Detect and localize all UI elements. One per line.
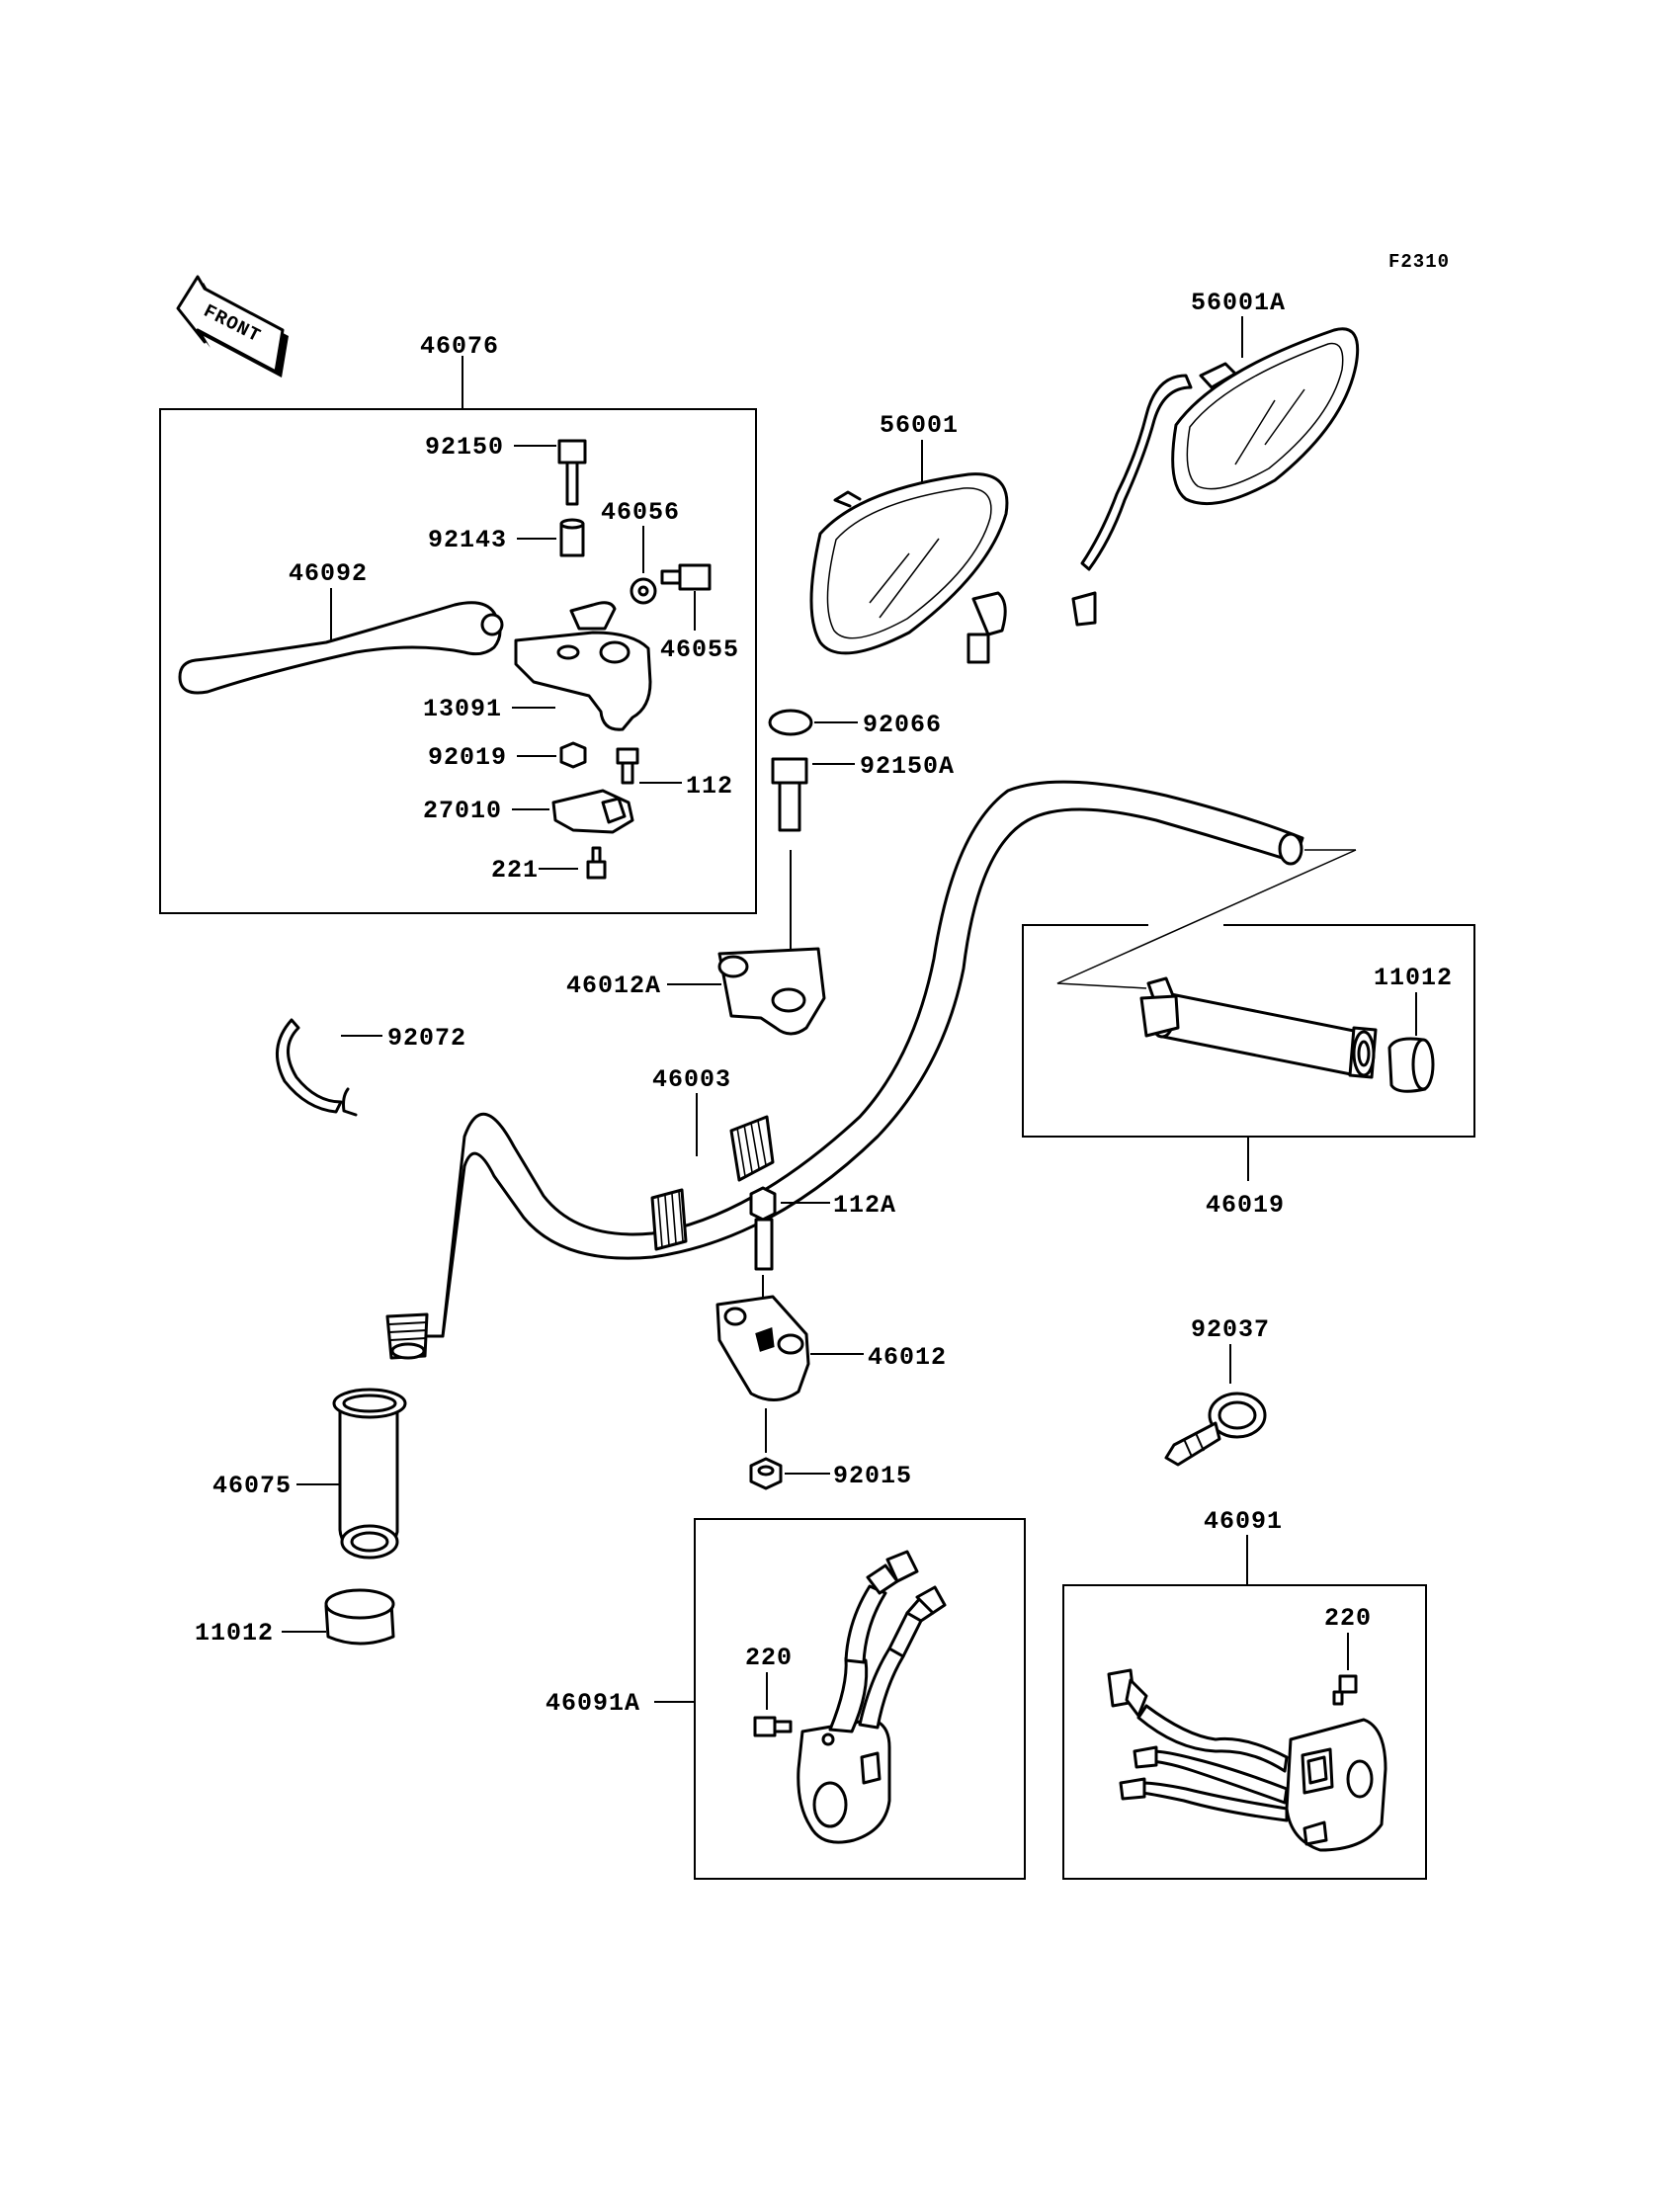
part-label-92015: 92015 [833,1462,912,1490]
part-label-92066: 92066 [863,711,942,739]
bolt-112A [749,1186,777,1271]
screw-220-right [1332,1674,1358,1706]
mirror-56001A [1071,327,1360,627]
lever-assembly-box [159,408,757,914]
throttle-grip-46019 [1139,976,1378,1079]
clamp-46012A [717,947,826,1036]
cap-11012-left [324,1588,395,1646]
figure-code: F2310 [1388,251,1450,273]
part-label-46012: 46012 [868,1343,947,1372]
part-label-56001A: 56001A [1191,289,1286,317]
part-label-220-right: 220 [1324,1604,1372,1633]
clamp-92037 [1164,1392,1267,1467]
part-label-221: 221 [491,856,539,885]
part-label-92072: 92072 [387,1024,466,1053]
switch-housing-46091A [797,1550,947,1844]
part-label-46019: 46019 [1206,1191,1285,1220]
part-label-46091: 46091 [1204,1507,1283,1536]
cap-11012-right [1387,1037,1435,1093]
part-label-13091: 13091 [423,695,502,723]
tie-band-92072 [275,1018,358,1117]
left-switch-box [694,1518,1026,1880]
clamp-46012 [715,1295,810,1401]
part-label-92019: 92019 [428,743,507,772]
part-label-56001: 56001 [880,411,959,440]
lever-46092 [178,601,504,695]
part-label-92150: 92150 [425,433,504,462]
switch-housing-46091 [1107,1668,1387,1852]
part-label-92143: 92143 [428,526,507,554]
part-label-112: 112 [686,772,733,801]
bracket-13091 [514,601,652,731]
part-label-92037: 92037 [1191,1315,1270,1344]
right-switch-box [1062,1584,1427,1880]
part-label-27010: 27010 [423,797,502,825]
part-label-11012-left: 11012 [195,1619,274,1648]
part-label-46056: 46056 [601,498,680,527]
part-label-112A: 112A [833,1191,896,1220]
part-label-46012A: 46012A [566,972,661,1000]
part-label-46055: 46055 [660,635,739,664]
part-label-11012-right: 11012 [1374,964,1453,992]
screw-112 [616,747,639,785]
part-label-46076: 46076 [420,332,499,361]
part-label-92150A: 92150A [860,752,955,781]
front-arrow-icon: FRONT [176,275,289,378]
bolt-92150A [771,757,808,832]
screw-220-left [753,1716,793,1737]
mirror-56001 [809,472,1009,664]
cap-92066 [768,709,813,736]
screw-221 [586,846,607,880]
screw-46055 [660,563,712,591]
part-label-46003: 46003 [652,1065,731,1094]
grip-46075 [332,1388,407,1560]
nut-92019 [559,741,587,769]
switch-27010 [551,789,634,834]
part-label-220-left: 220 [745,1644,793,1672]
bolt-92150 [557,439,587,506]
part-label-46091A: 46091A [546,1689,640,1718]
part-label-46075: 46075 [212,1472,292,1500]
part-label-46092: 46092 [289,559,368,588]
